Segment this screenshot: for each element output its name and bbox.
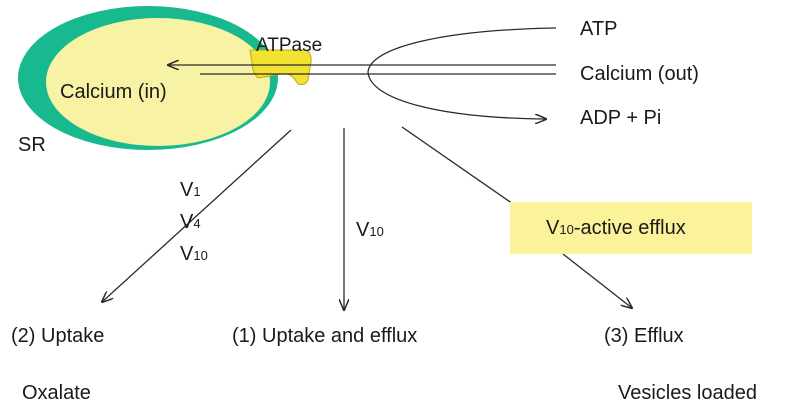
v4-label: V4	[180, 211, 201, 233]
atp-curve	[367, 27, 557, 119]
vesicles-loaded-label: Vesicles loaded	[618, 382, 757, 404]
arrow-to-box	[401, 126, 517, 207]
active-efflux-box	[510, 202, 752, 254]
oxalate-label: Oxalate	[22, 382, 91, 404]
arrow-to-efflux	[562, 253, 632, 308]
active-efflux-label: V10-active efflux	[546, 217, 686, 239]
v10-label-center: V10	[356, 219, 384, 241]
sr-lumen	[46, 18, 270, 146]
arrow-to-uptake	[102, 129, 292, 302]
v10-label-left: V10	[180, 243, 208, 265]
atp-label: ATP	[580, 18, 618, 40]
v1-label: V1	[180, 179, 201, 201]
calcium-in-label: Calcium (in)	[60, 81, 167, 103]
sr-label: SR	[18, 134, 46, 156]
adp-pi-label: ADP + Pi	[580, 107, 662, 129]
uptake-efflux-label: (1) Uptake and efflux	[232, 325, 418, 347]
efflux-label: (3) Efflux	[604, 325, 684, 347]
uptake-label: (2) Uptake	[11, 325, 105, 347]
calcium-out-label: Calcium (out)	[580, 63, 699, 85]
atpase-label: ATPase	[256, 35, 323, 56]
atpase-pump-shape	[249, 49, 312, 85]
